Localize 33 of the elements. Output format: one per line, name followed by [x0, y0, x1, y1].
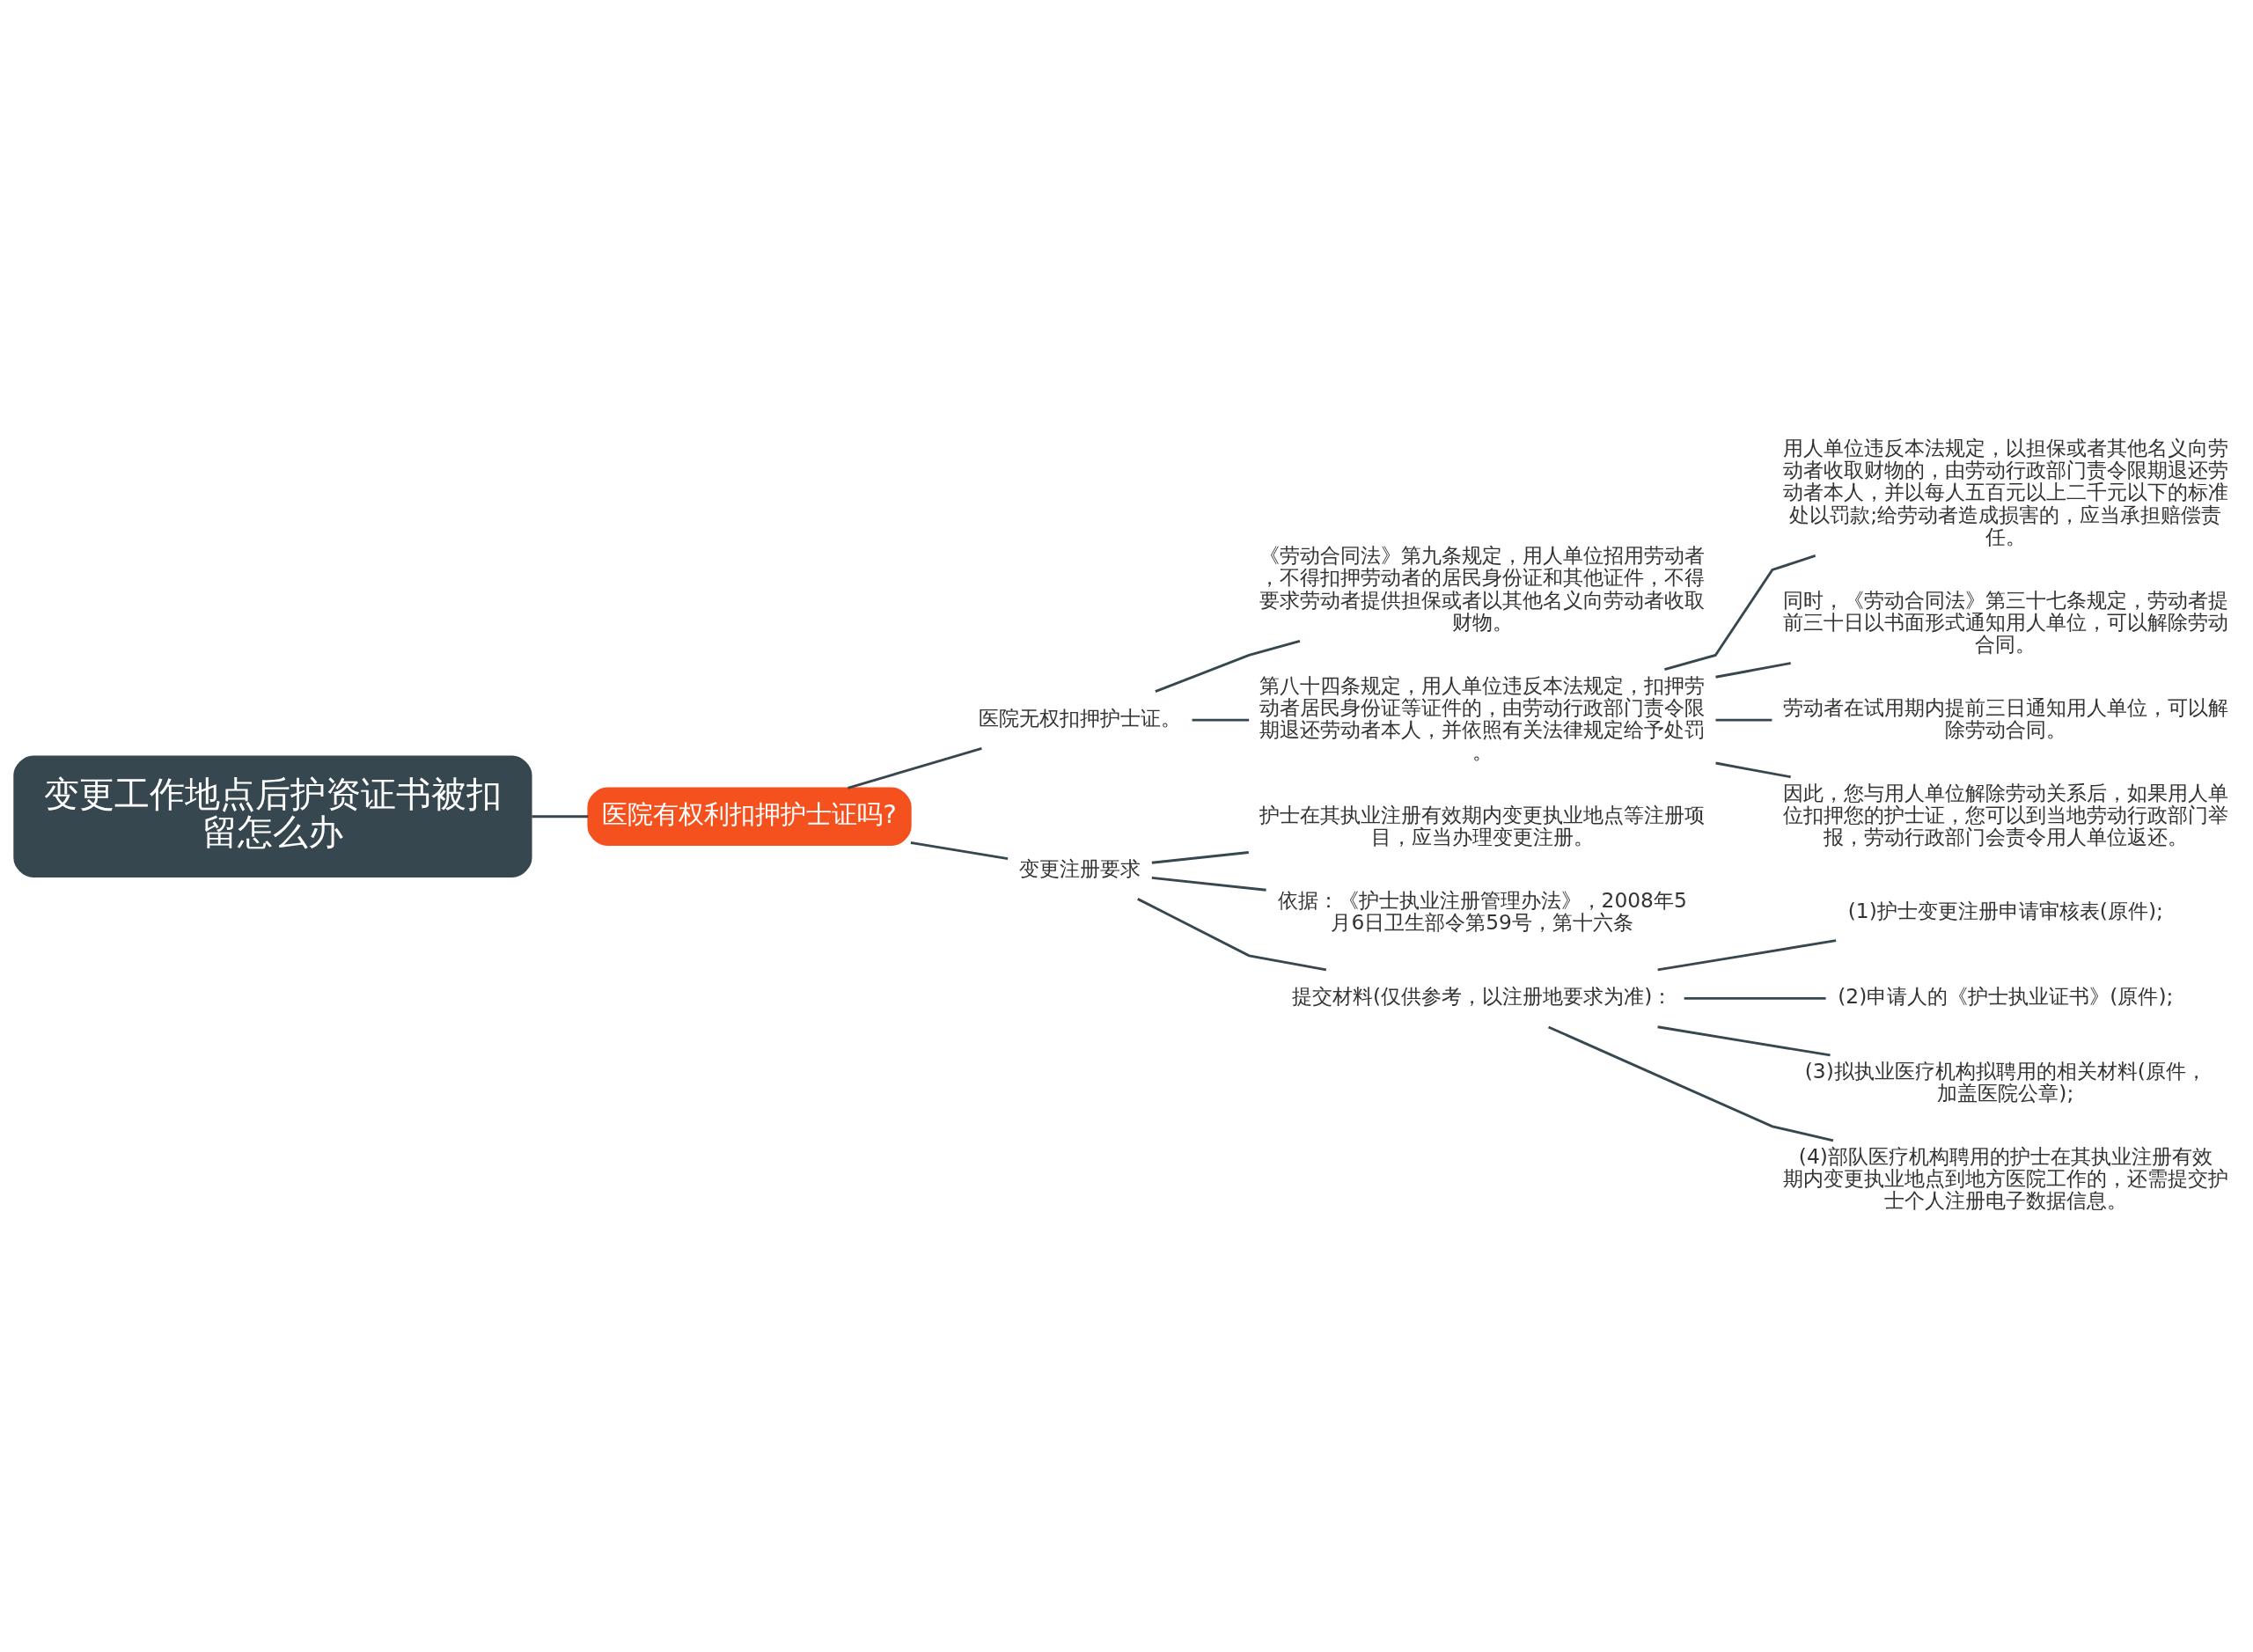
node-text: 《劳动合同法》第九条规定，用人单位招用劳动者，不得扣押劳动者的居民身份证和其他证件，不得要求劳动者提供担保或者以其他名义向劳动者收取财物。: [1259, 543, 1706, 635]
connector: [532, 815, 589, 819]
connector: [1155, 639, 1301, 693]
connector: [1151, 876, 1266, 892]
node-text: 用人单位违反本法规定，以担保或者其他名义向劳动者收取财物的，由劳动行政部门责令限期退还劳动者本人，并以每人五百元以上二千元以下的标准处以罚款;给劳动者造成损害的，应当承担赔偿责任。: [1782, 436, 2228, 549]
connector: [1548, 1025, 1834, 1142]
connector: [910, 841, 1009, 861]
node-text: 变更注册要求: [1019, 855, 1141, 881]
node-text: 第八十四条规定，用人单位违反本法规定，扣押劳动者居民身份证等证件的，由劳动行政部门责令限期退还劳动者本人，并依照有关法律规定给予处罚。: [1259, 672, 1706, 764]
node-box: 医院有权利扣押护士证吗?: [587, 787, 912, 846]
node-text: 医院无权扣押护士证。: [979, 706, 1181, 731]
node-text: 因此，您与用人单位解除劳动关系后，如果用人单位扣押您的护士证，您可以到当地劳动行政部门举报，劳动行政部门会责令用人单位返还。: [1782, 780, 2228, 849]
connector: [1684, 996, 1826, 1000]
connector: [1657, 1025, 1831, 1057]
node-box: 变更工作地点后护资证书被扣留怎么办: [13, 755, 532, 877]
node-text: (2)申请人的《护士执业证书》(原件);: [1838, 984, 2174, 1010]
node-text: 依据：《护士执业注册管理办法》，2008年5月6日卫生部令第59号，第十六条: [1277, 887, 1687, 935]
node-text: (1)护士变更注册申请审核表(原件);: [1847, 899, 2163, 924]
node-text: (4)部队医疗机构聘用的护士在其执业注册有效期内变更执业地点到地方医院工作的，还需提交护士个人注册电子数据信息。: [1782, 1143, 2228, 1214]
node-text: (3)拟执业医疗机构拟聘用的相关材料(原件，加盖医院公章);: [1804, 1058, 2206, 1105]
node-text: 提交材料(仅供参考，以注册地要求为准)：: [1292, 984, 1673, 1010]
connector: [1715, 718, 1772, 722]
connector: [1657, 939, 1837, 972]
connector: [1715, 761, 1791, 779]
connector: [1137, 898, 1327, 972]
connector: [1192, 718, 1250, 722]
node-text: 同时，《劳动合同法》第三十七条规定，劳动者提前三十日以书面形式通知用人单位，可以解除劳动合同。: [1782, 587, 2228, 657]
connector: [1151, 851, 1249, 864]
node-text: 劳动者在试用期内提前三日通知用人单位，可以解除劳动合同。: [1782, 694, 2228, 742]
connector: [1664, 554, 1816, 672]
connector: [848, 747, 982, 789]
node-text: 护士在其执业注册有效期内变更执业地点等注册项目，应当办理变更注册。: [1259, 802, 1706, 849]
connector: [1715, 662, 1791, 679]
